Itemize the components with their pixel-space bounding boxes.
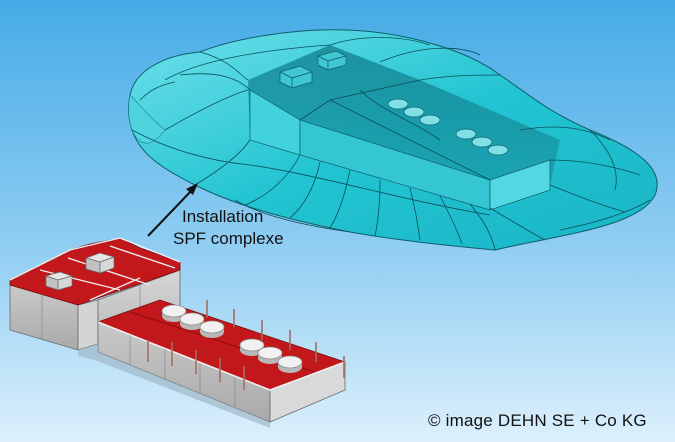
zone-inner-building: [248, 45, 560, 205]
hall-wall-seams: [129, 335, 236, 407]
image-credit: © image DEHN SE + Co KG: [428, 411, 647, 430]
zone-roof-boxes: [279, 50, 347, 89]
zone-building-wall-3: [489, 159, 551, 211]
dome: [277, 355, 303, 373]
dome: [179, 312, 205, 330]
left-block-side-wall: [77, 299, 99, 351]
annotation-line-1: Installation: [182, 207, 264, 226]
dome: [257, 346, 283, 364]
protection-zone-model: [128, 29, 658, 251]
air-termination-rods: [147, 300, 345, 390]
building-model: [9, 237, 347, 428]
zone-mesh-lines: [131, 37, 651, 251]
annotation-line-2: SPF complexe: [173, 229, 284, 248]
ground-strip: [78, 344, 270, 428]
left-roof-boxes: [44, 252, 116, 291]
roof-domes: [161, 304, 303, 373]
dome: [199, 320, 225, 338]
zone-domes: [387, 98, 509, 156]
pointer-arrow: [147, 183, 198, 237]
hall-roof-edge: [97, 321, 346, 391]
zone-left-lobe: [128, 94, 166, 144]
left-roof-seams: [9, 237, 181, 301]
